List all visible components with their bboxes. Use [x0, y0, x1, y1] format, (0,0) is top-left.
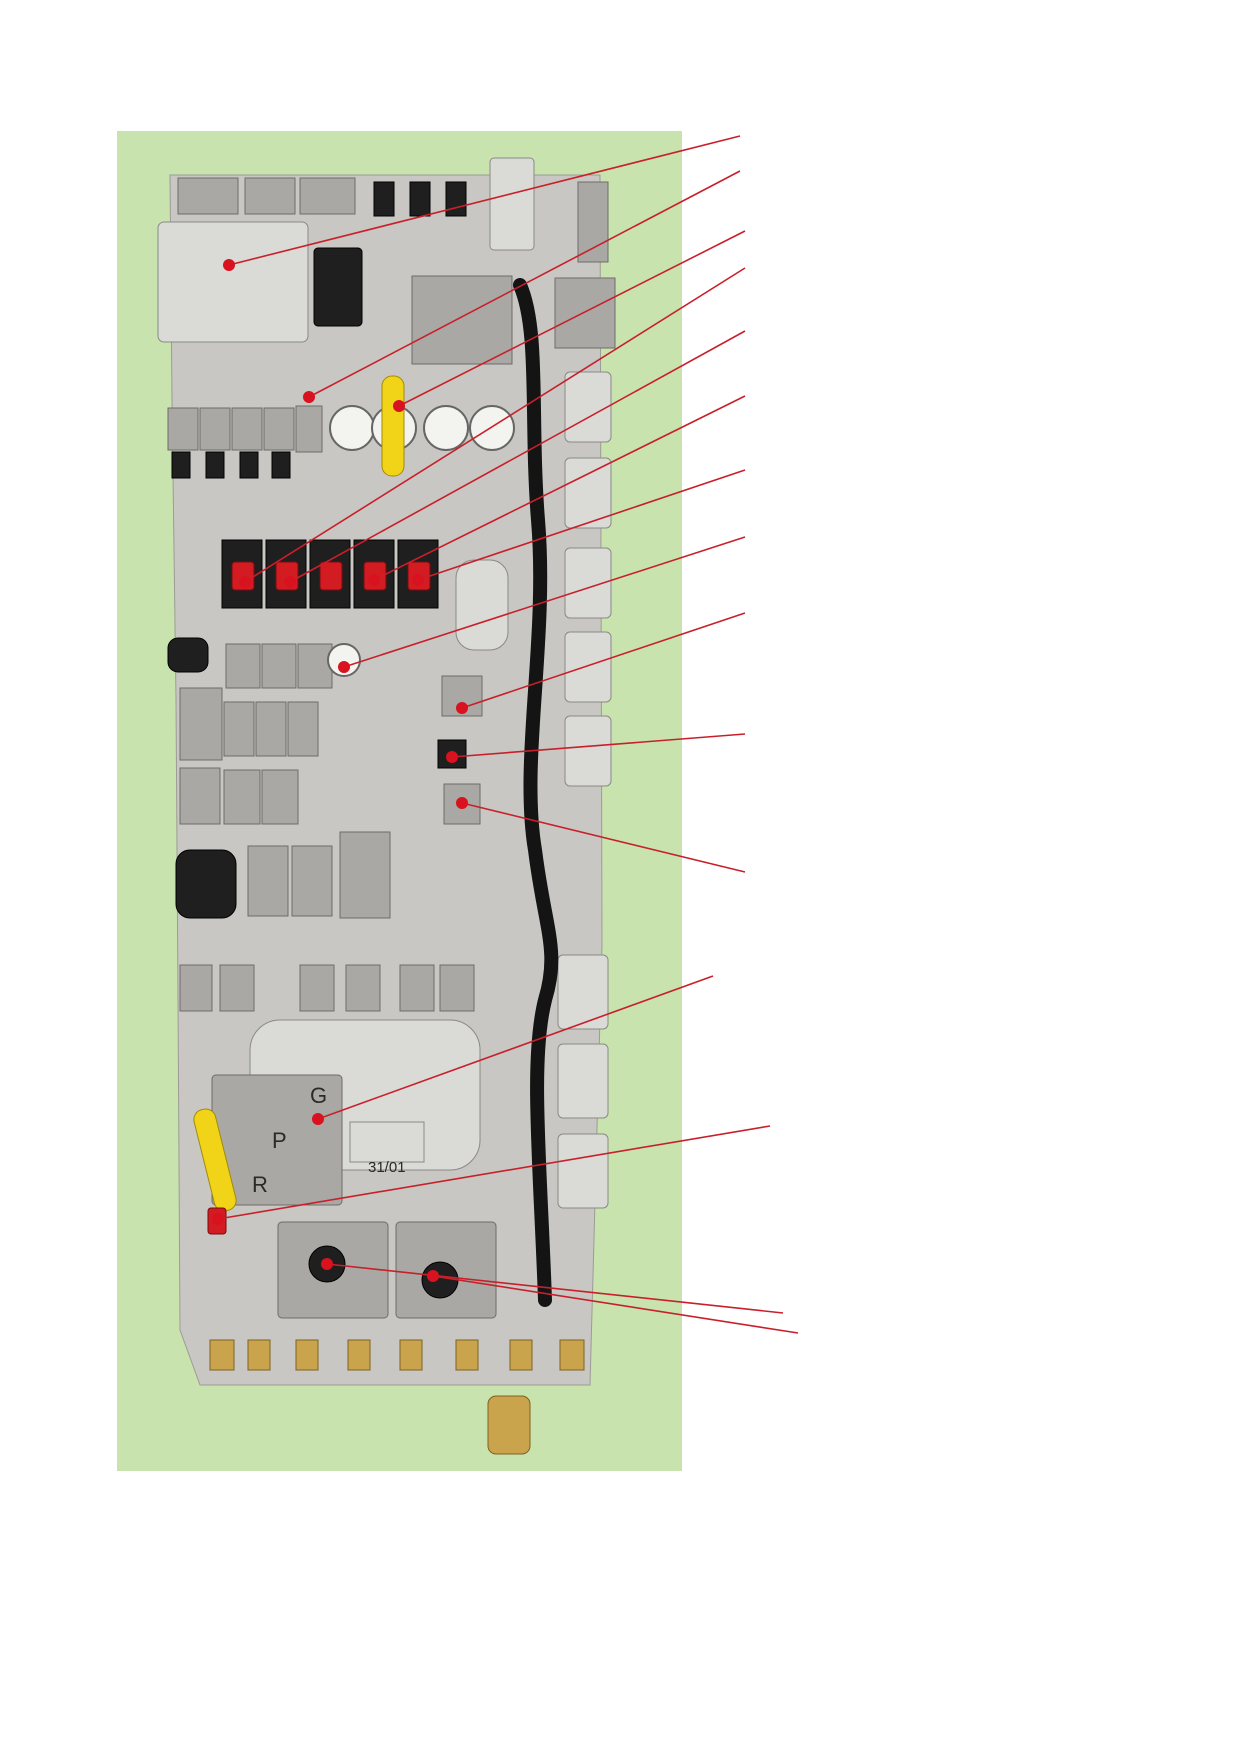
leader-line-9 — [461, 612, 746, 709]
yellow-handle-upper — [381, 375, 405, 477]
breaker-3 — [319, 561, 343, 591]
leader-line-14 — [326, 1263, 784, 1314]
solenoid-right-upper — [554, 277, 616, 349]
leader-line-13 — [217, 1125, 771, 1220]
small-valve-e — [399, 964, 435, 1012]
callout-marker-11 — [456, 797, 468, 809]
small-valve-f — [439, 964, 475, 1012]
callout-marker-9 — [456, 702, 468, 714]
valve-letter-g: G — [310, 1083, 327, 1108]
black-actuator — [175, 849, 237, 919]
module-row-3c — [261, 769, 299, 825]
module-row-1c — [297, 643, 333, 689]
leader-line-12 — [317, 975, 714, 1120]
leader-line-15 — [432, 1275, 799, 1334]
module-row-4b — [291, 845, 333, 917]
callout-group — [212, 135, 799, 1334]
small-valve-d — [345, 964, 381, 1012]
connector-top-1 — [373, 181, 395, 217]
callout-marker-14 — [321, 1258, 333, 1270]
valve-letter-p: P — [272, 1128, 287, 1153]
equipment-panel: G P R 31/01 — [157, 157, 616, 1455]
leader-line-1 — [228, 135, 741, 266]
callout-marker-5 — [284, 576, 296, 588]
black-cover — [313, 247, 363, 327]
module-row-2c — [255, 701, 287, 757]
small-valve-b — [219, 964, 255, 1012]
cable-harness — [513, 278, 559, 1307]
terminal-top-right — [577, 181, 609, 263]
elbow-fitting — [455, 559, 509, 651]
leader-line-6 — [373, 395, 746, 581]
bottom-fitting-row — [209, 1339, 585, 1371]
leader-line-5 — [289, 330, 746, 583]
leader-line-3 — [398, 230, 746, 407]
small-valve-c — [299, 964, 335, 1012]
module-row-4c — [339, 831, 391, 919]
connector-top-3 — [445, 181, 467, 217]
leader-line-4 — [244, 267, 746, 583]
small-valve-a — [179, 964, 213, 1012]
callout-marker-1 — [223, 259, 235, 271]
knob-left — [167, 637, 209, 673]
callout-marker-12 — [312, 1113, 324, 1125]
right-connector-column — [557, 371, 612, 1209]
leader-line-2 — [308, 170, 741, 398]
leader-line-10 — [451, 733, 746, 758]
leader-line-7 — [417, 469, 746, 581]
top-fitting-3 — [299, 177, 356, 215]
yellow-lever — [193, 1108, 237, 1212]
valve-plate — [349, 1121, 425, 1163]
connector-top-2 — [409, 181, 431, 217]
housing-top-left — [157, 221, 309, 343]
callout-marker-7 — [412, 574, 424, 586]
callout-marker-2 — [303, 391, 315, 403]
valve-plate-text: 31/01 — [368, 1159, 406, 1176]
breaker-row — [221, 539, 439, 609]
leader-line-8 — [343, 536, 746, 668]
callout-marker-13 — [212, 1213, 224, 1225]
callout-marker-10 — [446, 751, 458, 763]
callout-marker-8 — [338, 661, 350, 673]
module-row-1a — [225, 643, 261, 689]
module-row-3a — [179, 767, 221, 825]
valve-letter-r: R — [252, 1172, 268, 1197]
leader-line-11 — [461, 802, 746, 873]
callout-marker-4 — [239, 576, 251, 588]
filter-right-cap — [421, 1261, 459, 1299]
solenoid-block-upper — [411, 275, 513, 365]
callout-marker-15 — [427, 1270, 439, 1282]
module-row-1b — [261, 643, 297, 689]
module-row-4a — [247, 845, 289, 917]
pressure-switch-top — [489, 157, 535, 251]
callout-marker-3 — [393, 400, 405, 412]
solenoid-row — [171, 451, 291, 479]
module-row-2d — [287, 701, 319, 757]
outlet-pipe — [487, 1395, 531, 1455]
module-row-2b — [223, 701, 255, 757]
switch-row-upper — [167, 405, 323, 453]
top-fitting-2 — [244, 177, 296, 215]
callout-marker-6 — [368, 574, 380, 586]
module-row-2a — [179, 687, 223, 761]
top-fitting-1 — [177, 177, 239, 215]
pressure-gauge — [327, 643, 361, 677]
module-row-3b — [223, 769, 261, 825]
